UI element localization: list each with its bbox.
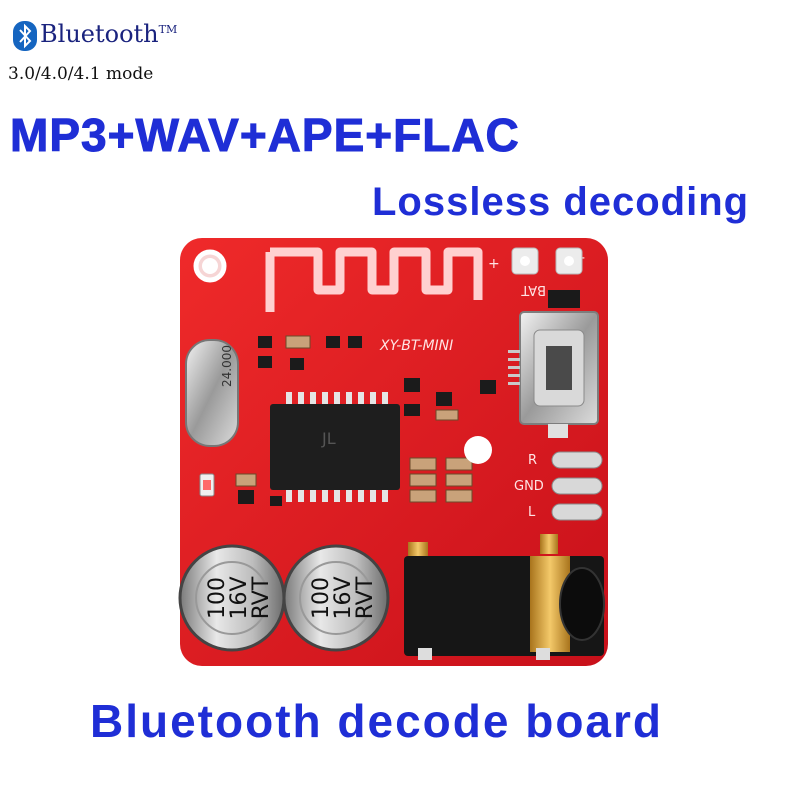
chip-logo: JL — [321, 429, 336, 448]
svg-text:100: 100 — [309, 577, 334, 619]
crystal — [185, 339, 239, 447]
antenna-trace — [265, 247, 483, 312]
capacitor-2: 100 16V RVT — [282, 544, 390, 652]
svg-text:16V: 16V — [227, 576, 252, 619]
svg-text:100: 100 — [205, 577, 230, 619]
pin-label-r: R — [528, 453, 537, 468]
product-caption: Bluetooth decode board — [90, 695, 663, 747]
plus-label: + — [488, 256, 500, 272]
svg-text:RVT: RVT — [249, 576, 274, 619]
minus-label: - — [580, 250, 585, 266]
audio-jack — [404, 534, 605, 660]
bluetooth-mode-label: 3.0/4.0/4.1 mode — [8, 64, 154, 84]
crystal-label: 24.000 — [220, 345, 234, 387]
lossless-subheadline: Lossless decoding — [372, 180, 750, 224]
bluetooth-wordmark: BluetoothTM — [40, 20, 178, 48]
format-headline: MP3+WAV+APE+FLAC — [10, 109, 520, 162]
bat-label: BAT — [521, 282, 546, 297]
bluetooth-icon — [13, 21, 37, 51]
pin-label-gnd: GND — [514, 479, 544, 494]
svg-text:RVT: RVT — [353, 576, 378, 619]
pin-label-l: L — [528, 505, 536, 520]
svg-text:16V: 16V — [331, 576, 356, 619]
model-label: XY-BT-MINI — [379, 338, 453, 354]
decoder-chip: JL — [270, 392, 400, 502]
capacitor-1: 100 16V RVT — [178, 544, 286, 652]
